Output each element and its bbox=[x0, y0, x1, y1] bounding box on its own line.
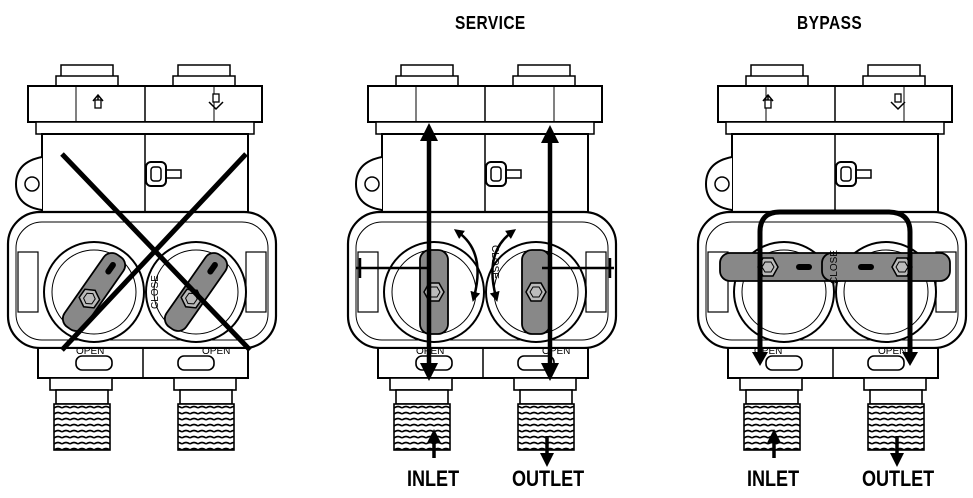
bypass-heading: BYPASS bbox=[797, 13, 863, 33]
bypass-open-left-label: OPEN bbox=[754, 346, 782, 357]
invalid-close-label: CLOSE bbox=[150, 275, 161, 309]
service-inlet-label: INLET bbox=[407, 466, 460, 491]
service-open-right-label: OPEN bbox=[542, 346, 570, 357]
bypass-valve-panel: CLOSE OPEN OPEN bbox=[696, 63, 968, 467]
invalid-open-left-label: OPEN bbox=[76, 346, 104, 357]
invalid-open-right-label: OPEN bbox=[202, 346, 230, 357]
service-close-label: CLOSE bbox=[489, 245, 500, 279]
service-outlet-label: OUTLET bbox=[512, 466, 585, 491]
service-heading: SERVICE bbox=[455, 13, 526, 33]
service-valve-panel: CLOSE OPEN OPEN bbox=[346, 63, 618, 467]
bypass-open-right-label: OPEN bbox=[878, 346, 906, 357]
service-open-left-label: OPEN bbox=[416, 346, 444, 357]
bypass-close-label: CLOSE bbox=[829, 250, 840, 284]
invalid-valve-panel: CLOSE OPEN OPEN bbox=[6, 63, 278, 452]
bypass-outlet-label: OUTLET bbox=[862, 466, 935, 491]
bypass-inlet-label: INLET bbox=[747, 466, 800, 491]
